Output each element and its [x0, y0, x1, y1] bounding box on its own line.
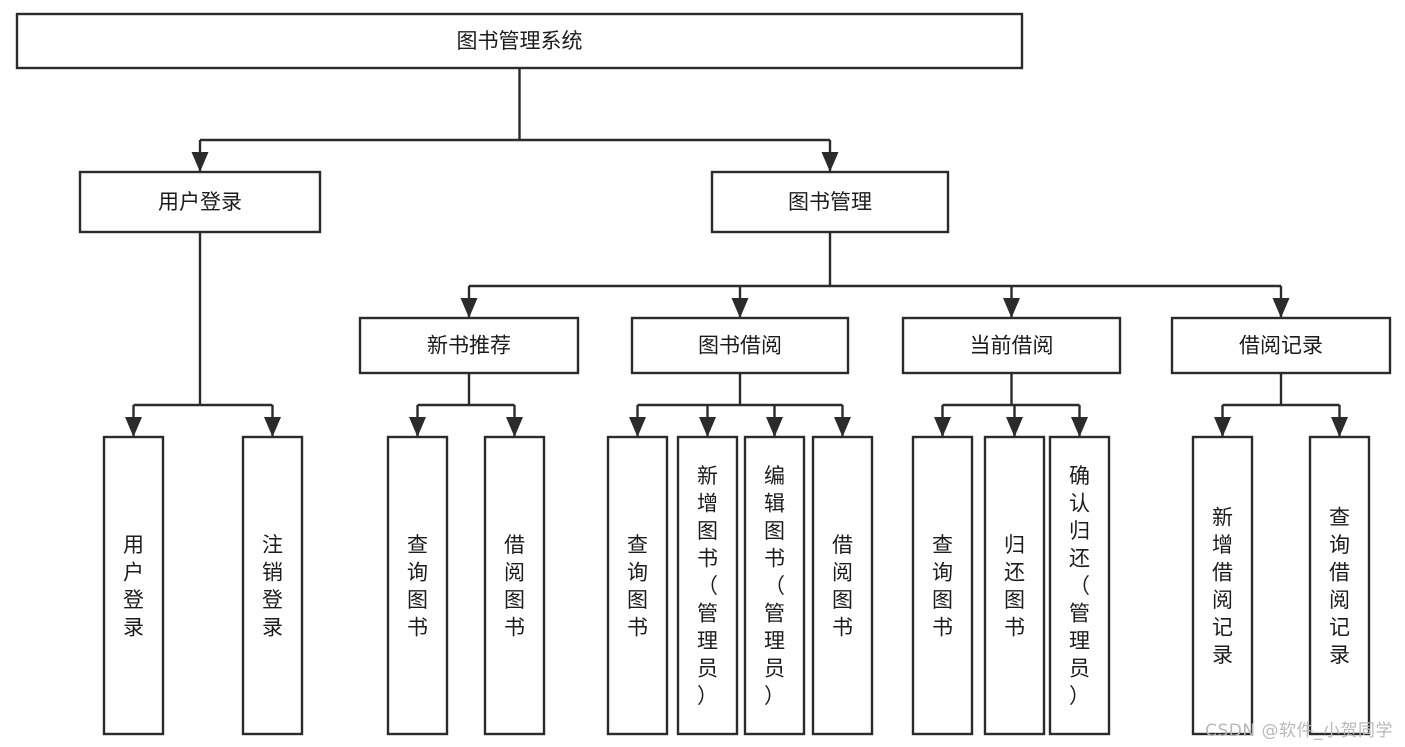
node-leaf-return-book[interactable]: 归还图书	[983, 435, 1046, 736]
node-leaf-add-book[interactable]: 新增图书（管理员）	[676, 435, 739, 736]
node-box-leaf-logout	[241, 435, 304, 736]
node-box-leaf-borrow-book-1	[483, 435, 546, 736]
node-leaf-borrow-book-1[interactable]: 借阅图书	[483, 435, 546, 736]
node-label-leaf-add-book: 新增图书（管理员）	[697, 464, 718, 708]
node-box-book-borrow	[630, 316, 850, 375]
node-label-leaf-add-record: 新增借阅记录	[1212, 505, 1233, 667]
node-box-leaf-borrow-book-2	[811, 435, 874, 736]
arrow-head-leaf-confirm-return	[1071, 417, 1088, 437]
node-label-root: 图书管理系统	[457, 29, 583, 53]
node-leaf-query-book-1[interactable]: 查询图书	[386, 435, 449, 736]
node-user-login[interactable]: 用户登录	[78, 170, 322, 234]
node-label-borrow-record: 借阅记录	[1239, 334, 1323, 358]
arrow-head-leaf-edit-book	[766, 417, 783, 437]
node-label-leaf-query-record: 查询借阅记录	[1329, 505, 1350, 667]
node-box-borrow-record	[1170, 316, 1392, 375]
arrow-head-leaf-query-book-1	[409, 417, 426, 437]
node-box-current-borrow	[901, 316, 1122, 375]
node-label-leaf-query-book-2: 查询图书	[627, 533, 648, 640]
arrow-head-user-login	[191, 152, 209, 172]
node-leaf-query-record[interactable]: 查询借阅记录	[1308, 435, 1371, 736]
arrow-head-leaf-borrow-book-2	[834, 417, 851, 437]
node-box-user-login	[78, 170, 322, 234]
arrow-head-new-book-recommend	[460, 298, 478, 318]
node-label-leaf-query-book-3: 查询图书	[932, 533, 953, 640]
arrow-head-leaf-user-login	[125, 417, 142, 437]
node-label-current-borrow: 当前借阅	[970, 334, 1054, 358]
node-leaf-query-book-2[interactable]: 查询图书	[606, 435, 669, 736]
csdn-watermark: CSDN @软件_小贺同学	[1205, 721, 1393, 741]
arrow-head-leaf-add-record	[1214, 417, 1231, 437]
arrow-head-leaf-add-book	[699, 417, 716, 437]
node-book-borrow[interactable]: 图书借阅	[630, 316, 850, 375]
node-label-leaf-confirm-return: 确认归还（管理员）	[1069, 464, 1090, 708]
node-label-new-book-recommend: 新书推荐	[427, 334, 511, 358]
arrow-head-borrow-record	[1272, 298, 1290, 318]
node-leaf-add-record[interactable]: 新增借阅记录	[1191, 435, 1254, 736]
node-box-leaf-add-book	[676, 435, 739, 736]
arrow-head-leaf-query-book-3	[934, 417, 951, 437]
node-box-leaf-confirm-return	[1048, 435, 1111, 736]
node-label-user-login: 用户登录	[158, 190, 242, 214]
node-leaf-query-book-3[interactable]: 查询图书	[911, 435, 974, 736]
node-box-leaf-return-book	[983, 435, 1046, 736]
arrow-head-current-borrow	[1003, 298, 1020, 318]
node-box-new-book-recommend	[358, 316, 580, 375]
arrow-head-leaf-query-record	[1331, 417, 1348, 437]
node-leaf-borrow-book-2[interactable]: 借阅图书	[811, 435, 874, 736]
node-box-leaf-user-login	[102, 435, 165, 736]
node-borrow-record[interactable]: 借阅记录	[1170, 316, 1392, 375]
node-current-borrow[interactable]: 当前借阅	[901, 316, 1122, 375]
connector-layer	[125, 68, 1348, 437]
arrow-head-book-manage	[821, 152, 839, 172]
node-label-leaf-edit-book: 编辑图书（管理员）	[764, 464, 785, 708]
node-book-manage[interactable]: 图书管理	[710, 170, 950, 234]
node-box-leaf-query-book-2	[606, 435, 669, 736]
node-label-leaf-user-login: 用户登录	[123, 533, 144, 640]
arrow-head-book-borrow	[731, 298, 749, 318]
node-label-leaf-borrow-book-2: 借阅图书	[832, 533, 853, 640]
node-label-book-borrow: 图书借阅	[698, 334, 782, 358]
arrow-head-leaf-query-book-2	[629, 417, 646, 437]
node-label-leaf-query-book-1: 查询图书	[407, 533, 428, 640]
node-leaf-edit-book[interactable]: 编辑图书（管理员）	[743, 435, 806, 736]
arrow-head-leaf-logout	[264, 417, 281, 437]
node-new-book-recommend[interactable]: 新书推荐	[358, 316, 580, 375]
node-box-book-manage	[710, 170, 950, 234]
node-leaf-logout[interactable]: 注销登录	[241, 435, 304, 736]
node-box-leaf-edit-book	[743, 435, 806, 736]
node-box-leaf-add-record	[1191, 435, 1254, 736]
node-leaf-user-login[interactable]: 用户登录	[102, 435, 165, 736]
arrow-head-leaf-return-book	[1006, 417, 1023, 437]
node-leaf-confirm-return[interactable]: 确认归还（管理员）	[1048, 435, 1111, 736]
node-root[interactable]: 图书管理系统	[15, 12, 1024, 70]
node-label-leaf-logout: 注销登录	[262, 533, 283, 640]
node-label-book-manage: 图书管理	[788, 190, 872, 214]
node-label-leaf-return-book: 归还图书	[1004, 533, 1025, 640]
node-box-leaf-query-book-3	[911, 435, 974, 736]
node-label-leaf-borrow-book-1: 借阅图书	[504, 533, 525, 640]
node-box-root	[15, 12, 1024, 70]
node-layer: 图书管理系统用户登录图书管理新书推荐图书借阅当前借阅借阅记录用户登录注销登录查询…	[15, 12, 1392, 736]
node-box-leaf-query-record	[1308, 435, 1371, 736]
node-box-leaf-query-book-1	[386, 435, 449, 736]
arrow-head-leaf-borrow-book-1	[506, 417, 523, 437]
